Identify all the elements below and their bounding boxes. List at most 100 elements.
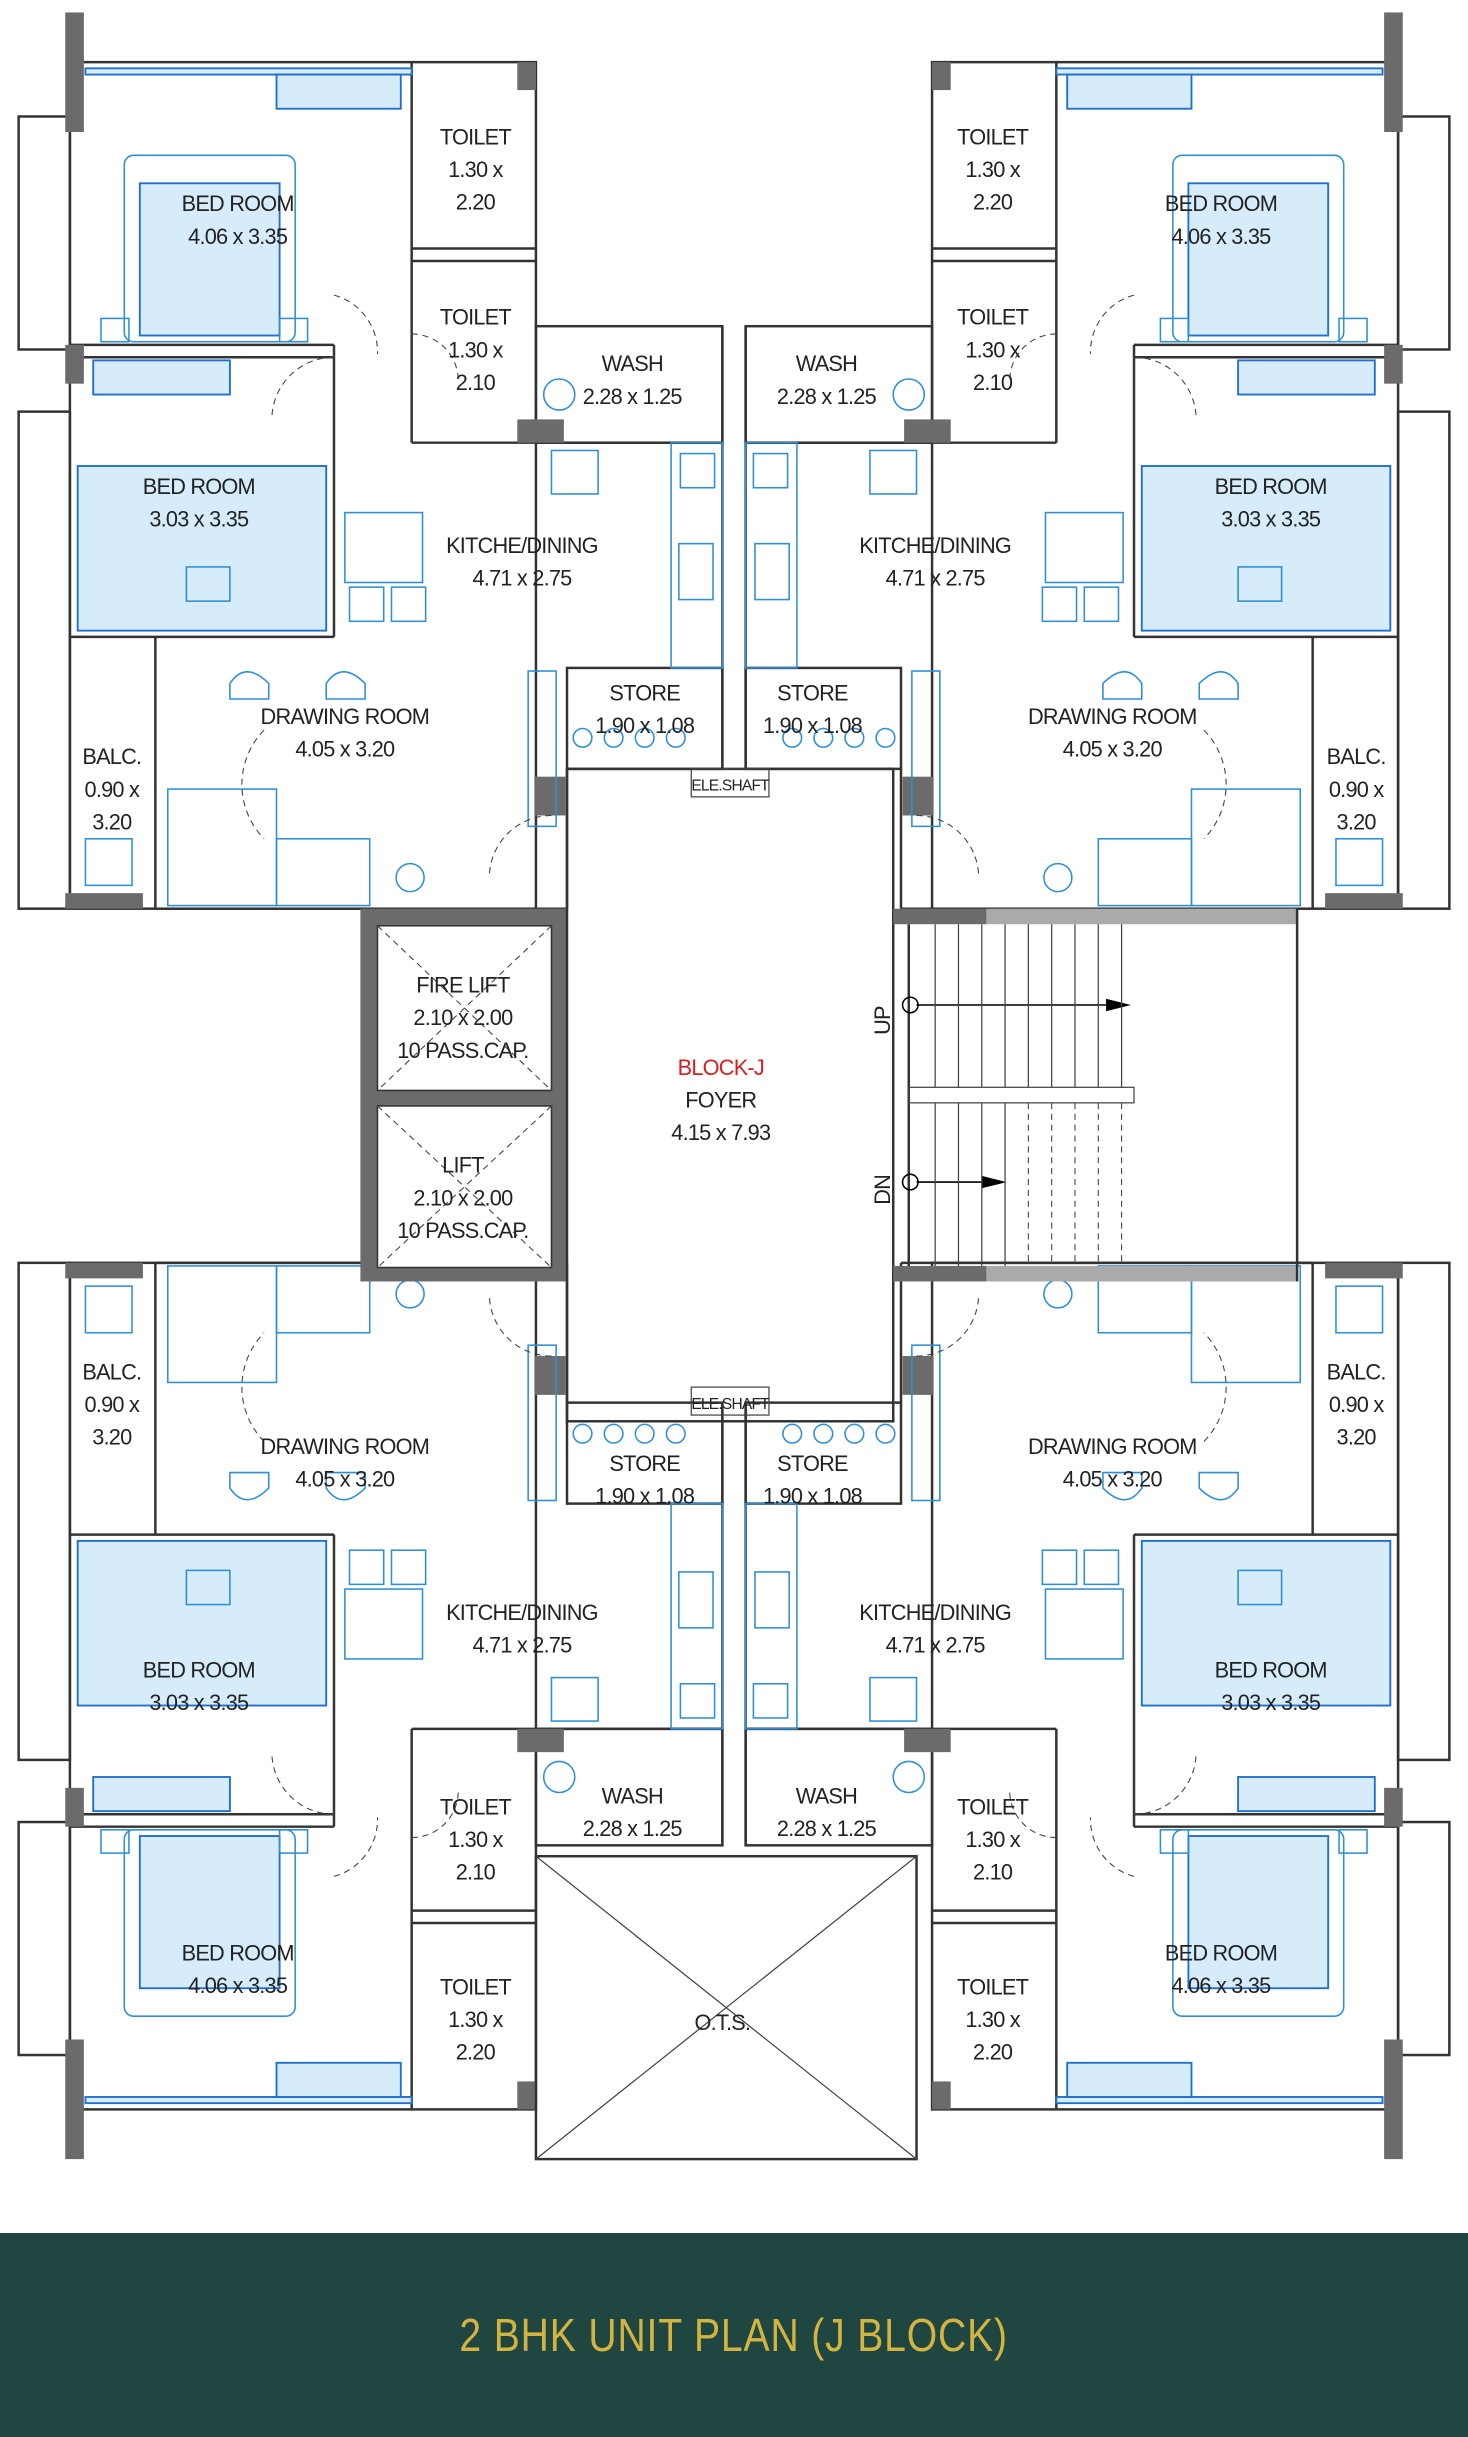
room-wash-label: WASH [796,1783,857,1808]
room-toilet-dims: 2.10 [456,1860,496,1885]
room-balc-label: BALC. [1327,1359,1386,1384]
room-balc-label: BALC. [82,744,141,769]
room-drawing-room-label: DRAWING ROOM [261,704,430,729]
ots-shaft [534,1854,918,2161]
ele-shaft-label-top: ELE.SHAFT [691,778,770,795]
lift-shaft [360,908,568,1282]
room-toilet-dims: 2.20 [456,190,496,215]
room-toilet-label: TOILET [440,124,512,149]
room-toilet-dims: 1.30 x [448,157,503,182]
room-balc-dims: 0.90 x [85,1392,140,1417]
room-drawing-room-dims: 4.05 x 3.20 [295,1467,395,1492]
room-store-dims: 1.90 x 1.08 [763,713,863,738]
room-toilet-label: TOILET [957,1794,1029,1819]
room-bed-room-label: BED ROOM [1165,191,1277,216]
room-kitche-dining-label: KITCHE/DINING [859,533,1011,558]
room-kitche-dining-dims: 4.71 x 2.75 [472,566,572,591]
fire-lift-capacity: 10 PASS.CAP. [397,1038,528,1063]
room-drawing-room-dims: 4.05 x 3.20 [1063,736,1163,761]
room-toilet-dims: 2.10 [456,370,496,395]
lift-dims: 2.10 x 2.00 [413,1185,513,1210]
room-drawing-room-dims: 4.05 x 3.20 [295,736,395,761]
room-toilet-dims: 2.10 [973,370,1013,395]
room-store-dims: 1.90 x 1.08 [595,713,695,738]
room-bed-room-label: BED ROOM [1215,1658,1327,1683]
room-toilet-label: TOILET [957,124,1029,149]
room-kitche-dining-label: KITCHE/DINING [446,533,598,558]
lift-capacity: 10 PASS.CAP. [397,1218,528,1243]
lift-label: LIFT [442,1153,484,1178]
unit-top-left [17,11,724,910]
room-toilet-dims: 1.30 x [448,337,503,362]
fire-lift-label: FIRE LIFT [416,973,510,998]
room-toilet-dims: 2.20 [973,2040,1013,2065]
room-kitche-dining-label: KITCHE/DINING [446,1600,598,1625]
room-bed-room-dims: 4.06 x 3.35 [1171,224,1271,249]
room-toilet-dims: 1.30 x [965,1827,1020,1852]
room-bed-room-label: BED ROOM [1215,474,1327,499]
room-balc-dims: 3.20 [1337,809,1377,834]
room-bed-room-label: BED ROOM [182,191,294,216]
room-bed-room-dims: 4.06 x 3.35 [188,1973,288,1998]
room-store-label: STORE [609,681,680,706]
room-wash-dims: 2.28 x 1.25 [583,1816,683,1841]
room-balc-label: BALC. [1327,744,1386,769]
room-bed-room-label: BED ROOM [143,474,255,499]
room-toilet-dims: 1.30 x [965,157,1020,182]
room-kitche-dining-dims: 4.71 x 2.75 [472,1633,572,1658]
room-toilet-dims: 2.20 [456,2040,496,2065]
room-store-dims: 1.90 x 1.08 [595,1484,695,1509]
room-toilet-dims: 1.30 x [965,337,1020,362]
room-toilet-dims: 2.20 [973,190,1013,215]
ots-label: O.T.S. [694,2010,750,2035]
unit-top-right [744,11,1451,910]
room-bed-room-label: BED ROOM [182,1940,294,1965]
room-kitche-dining-dims: 4.71 x 2.75 [886,566,986,591]
room-bed-room-dims: 3.03 x 3.35 [1221,507,1321,532]
room-bed-room-label: BED ROOM [143,1658,255,1683]
fire-lift-dims: 2.10 x 2.00 [413,1005,513,1030]
room-store-label: STORE [777,681,848,706]
room-bed-room-dims: 3.03 x 3.35 [149,507,249,532]
room-bed-room-dims: 4.06 x 3.35 [1171,1973,1271,1998]
room-balc-dims: 3.20 [92,809,132,834]
room-bed-room-dims: 3.03 x 3.35 [1221,1690,1321,1715]
staircase [893,908,1299,1282]
room-store-dims: 1.90 x 1.08 [763,1484,863,1509]
room-store-label: STORE [777,1451,848,1476]
room-balc-dims: 3.20 [92,1425,132,1450]
stairs-up-label: UP [870,1006,895,1035]
room-toilet-dims: 1.30 x [448,2007,503,2032]
room-toilet-label: TOILET [440,305,512,330]
room-toilet-label: TOILET [957,305,1029,330]
room-wash-dims: 2.28 x 1.25 [777,384,877,409]
title-banner: 2 BHK UNIT PLAN (J BLOCK) [0,2233,1468,2437]
room-wash-dims: 2.28 x 1.25 [777,1816,877,1841]
room-wash-dims: 2.28 x 1.25 [583,384,683,409]
room-kitche-dining-label: KITCHE/DINING [859,1600,1011,1625]
stairs-down-label: DN [870,1175,895,1205]
room-toilet-dims: 1.30 x [965,2007,1020,2032]
room-balc-label: BALC. [82,1359,141,1384]
room-drawing-room-label: DRAWING ROOM [1028,1434,1197,1459]
room-drawing-room-label: DRAWING ROOM [1028,704,1197,729]
room-wash-label: WASH [602,351,663,376]
room-balc-dims: 0.90 x [85,777,140,802]
room-balc-dims: 0.90 x [1329,1392,1384,1417]
room-toilet-label: TOILET [440,1794,512,1819]
room-wash-label: WASH [602,1783,663,1808]
room-toilet-label: TOILET [957,1974,1029,1999]
room-toilet-label: TOILET [440,1974,512,1999]
plan-title: 2 BHK UNIT PLAN (J BLOCK) [459,2309,1009,2361]
room-bed-room-label: BED ROOM [1165,1940,1277,1965]
foyer-label: FOYER [685,1088,756,1113]
room-store-label: STORE [609,1451,680,1476]
room-wash-label: WASH [796,351,857,376]
room-kitche-dining-dims: 4.71 x 2.75 [886,1633,986,1658]
foyer [565,767,895,1423]
room-balc-dims: 3.20 [1337,1425,1377,1450]
block-name: BLOCK-J [678,1055,764,1080]
room-balc-dims: 0.90 x [1329,777,1384,802]
room-drawing-room-label: DRAWING ROOM [261,1434,430,1459]
